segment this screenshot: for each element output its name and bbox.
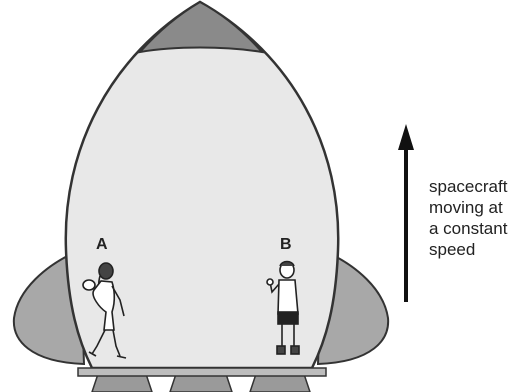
base-platform xyxy=(77,367,327,377)
person-b-figure xyxy=(266,260,300,355)
caption-line: moving at xyxy=(429,198,503,217)
motion-caption: spacecraft moving at a constant speed xyxy=(429,176,507,260)
caption-line: spacecraft xyxy=(429,177,508,196)
person-a-label: A xyxy=(96,236,108,253)
left-fin xyxy=(12,248,86,366)
person-a-figure xyxy=(82,262,127,359)
caption-line: speed xyxy=(429,240,476,259)
upward-arrow xyxy=(398,124,414,302)
caption-line: a constant xyxy=(429,219,508,238)
nose-cone xyxy=(137,0,265,54)
person-b-label: B xyxy=(280,236,292,253)
